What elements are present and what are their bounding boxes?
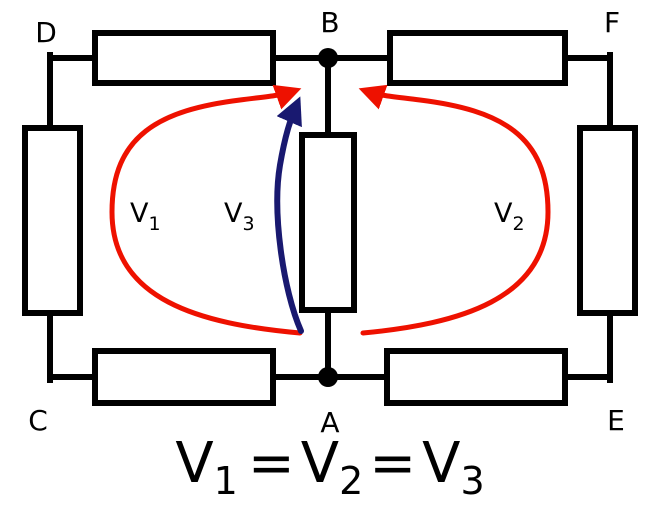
resistor-top-right <box>387 30 568 86</box>
v3-arrow <box>274 96 304 334</box>
v2-label: V2 <box>494 198 525 235</box>
resistor-top-left <box>92 30 276 86</box>
node-label-d: D <box>35 16 57 49</box>
equation: V1=V2=V3 <box>175 431 484 503</box>
resistor-bottom-right <box>384 348 568 406</box>
node-b-dot <box>318 48 338 68</box>
resistor-left <box>22 125 83 316</box>
node-label-e: E <box>607 404 625 437</box>
v3-label: V3 <box>224 198 255 235</box>
node-label-a: A <box>320 406 339 439</box>
v2-loop-arrow <box>358 84 551 336</box>
v1-loop-arrow <box>109 84 303 336</box>
node-label-f: F <box>604 6 620 39</box>
resistor-center <box>299 132 357 313</box>
node-label-b: B <box>320 6 339 39</box>
v1-label: V1 <box>130 198 161 235</box>
resistor-bottom-left <box>92 348 276 406</box>
node-a-dot <box>318 367 338 387</box>
node-label-c: C <box>28 404 48 437</box>
resistor-right <box>577 125 638 316</box>
